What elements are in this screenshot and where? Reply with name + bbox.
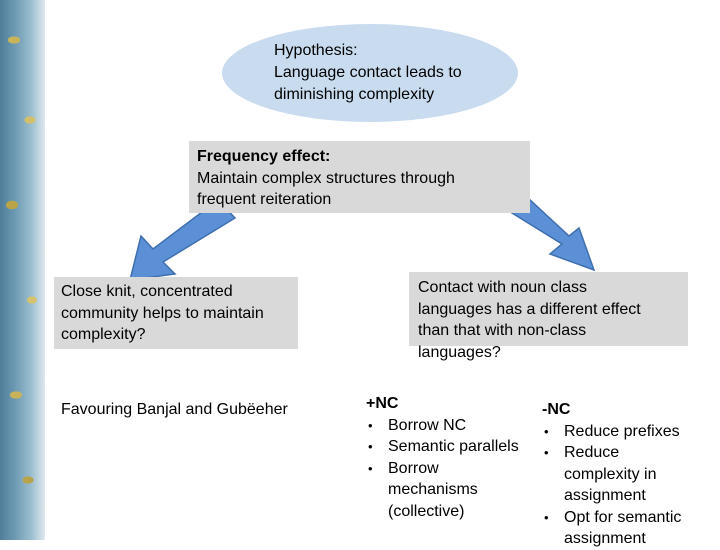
right-branch-line: Contact with noun class: [418, 279, 587, 296]
list-item-line: Borrow: [388, 459, 439, 477]
right-branch-box: [409, 272, 688, 346]
right-branch-line: languages?: [418, 343, 501, 361]
list-item-line: Reduce: [564, 444, 620, 461]
plus-nc-list: Borrow NC Semantic parallels Borrow mech…: [366, 415, 541, 523]
hypothesis-line: Hypothesis:: [274, 42, 358, 59]
left-branch-box: [54, 277, 298, 349]
list-item-line: assignment: [564, 530, 646, 547]
left-branch-line: Close knit, concentrated: [61, 283, 233, 300]
decorative-leaf-strip: [0, 0, 45, 540]
list-item: Borrow mechanisms (collective): [366, 458, 541, 523]
list-item: Reduce complexity in assignment: [542, 442, 717, 507]
list-item-line: complexity in: [564, 465, 657, 483]
right-branch-line: languages has a different effect: [418, 300, 641, 318]
list-item-line: assignment: [564, 487, 646, 504]
left-branch-line: community helps to maintain: [61, 304, 264, 322]
list-item: Semantic parallels: [366, 436, 541, 458]
frequency-effect-line: frequent reiteration: [197, 191, 332, 208]
list-item-line: (collective): [388, 502, 465, 520]
list-item-line: Reduce prefixes: [564, 422, 680, 440]
arrow-right: [510, 196, 596, 272]
plus-nc-column: +NC Borrow NC Semantic parallels Borrow …: [366, 393, 541, 522]
hypothesis-line: Language contact leads to: [274, 64, 462, 81]
minus-nc-heading: -NC: [542, 401, 571, 418]
minus-nc-list: Reduce prefixes Reduce complexity in ass…: [542, 421, 717, 550]
plus-nc-heading: +NC: [366, 395, 399, 412]
hypothesis-oval: [222, 24, 518, 122]
hypothesis-text: Hypothesis: Language contact leads to di…: [274, 40, 514, 106]
minus-nc-column: -NC Reduce prefixes Reduce complexity in…: [542, 399, 717, 550]
list-item: Opt for semantic assignment: [542, 507, 717, 550]
hypothesis-line: diminishing complexity: [274, 86, 435, 103]
frequency-effect-box: [189, 141, 530, 213]
frequency-effect-text: Frequency effect: Maintain complex struc…: [197, 146, 527, 211]
left-branch-text: Close knit, concentrated community helps…: [61, 281, 297, 346]
list-item: Borrow NC: [366, 415, 541, 437]
list-item-line: Semantic parallels: [388, 438, 519, 455]
list-item-line: mechanisms: [388, 481, 478, 498]
list-item-line: Opt for semantic: [564, 508, 682, 526]
right-branch-line: than that with non-class: [418, 322, 587, 339]
right-branch-text: Contact with noun class languages has a …: [418, 277, 686, 363]
left-branch-line: complexity?: [61, 326, 146, 343]
frequency-effect-line: Maintain complex structures through: [197, 169, 455, 187]
frequency-effect-title: Frequency effect:: [197, 148, 331, 165]
left-branch-note: Favouring Banjal and Gubëeher: [61, 401, 288, 418]
list-item-line: Borrow NC: [388, 416, 467, 434]
list-item: Reduce prefixes: [542, 421, 717, 443]
